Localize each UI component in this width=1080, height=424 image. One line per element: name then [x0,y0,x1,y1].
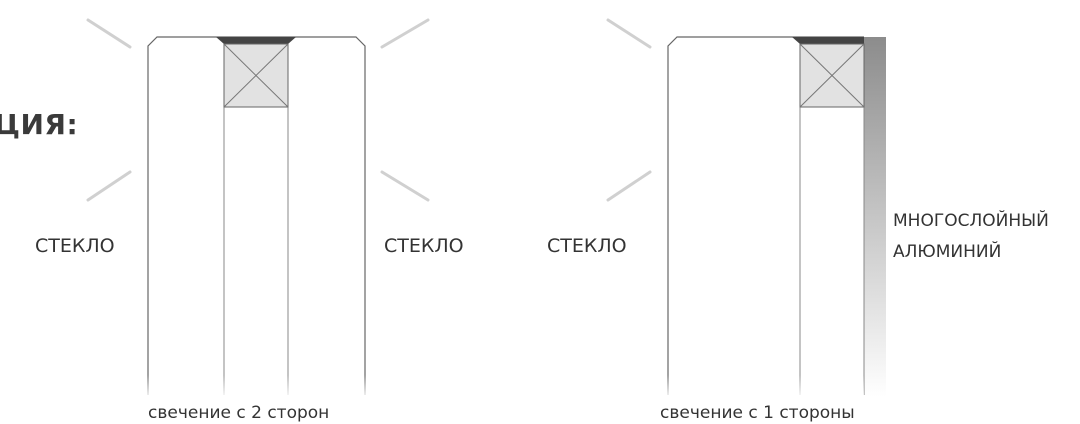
led-strip-2 [792,37,864,44]
aluminium-label-line2: АЛЮМИНИЙ [893,242,1002,262]
led-box [223,43,289,108]
led-strip [216,37,296,44]
section-heading: ЦИЯ: [0,108,79,141]
glass-label-left: СТЕКЛО [35,235,115,257]
glass-rays-right [380,18,430,202]
glass-rays-left [86,18,132,202]
glass-label-right: СТЕКЛО [384,235,464,257]
led-box-2 [799,43,865,108]
glass-label-left-2: СТЕКЛО [547,235,627,257]
glass-rays-left-2 [606,18,652,202]
caption-two-sided: свечение с 2 сторон [148,403,330,423]
aluminium-label: МНОГОСЛОЙНЫЙ АЛЮМИНИЙ [893,206,1049,268]
diagram-two-sided [86,18,430,400]
aluminium-layer [864,37,886,397]
caption-one-sided: свечение с 1 стороны [660,403,855,423]
aluminium-label-line1: МНОГОСЛОЙНЫЙ [893,211,1049,231]
diagram-one-sided [606,18,886,400]
profile-outline-2 [667,36,864,395]
